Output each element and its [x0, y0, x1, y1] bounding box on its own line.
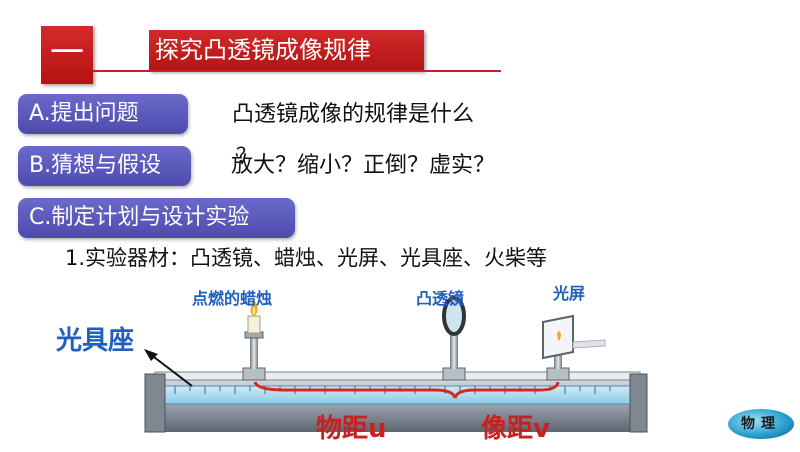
section-number: 一 [41, 26, 93, 84]
image-distance-label: 像距v [481, 414, 550, 444]
object-distance-bracket [253, 381, 457, 399]
step-c-pill: C.制定计划与设计实验 [18, 198, 295, 238]
screen-holder [542, 314, 606, 381]
title-underline [93, 70, 501, 72]
question-mark: ？ [236, 143, 256, 167]
lens-holder [442, 296, 466, 381]
section-title: 探究凸透镜成像规律 [149, 30, 424, 71]
convex-lens [442, 296, 466, 336]
bench-label: 光具座 [56, 326, 135, 356]
research-question: 凸透镜成像的规律是什么 [232, 102, 475, 127]
step-b-pill: B.猜想与假设 [18, 146, 191, 186]
hypothesis-text: 放大？缩小？正倒？虚实？ [231, 153, 496, 178]
step-a-pill: A.提出问题 [18, 94, 188, 134]
screen-label: 光屏 [553, 284, 586, 303]
candle-label: 点燃的蜡烛 [192, 289, 273, 308]
image-distance-bracket [453, 381, 560, 399]
physics-logo: 物理 [728, 409, 794, 439]
candle-holder [242, 300, 266, 381]
apparatus-diagram [135, 282, 653, 448]
optical-bench-illustration [144, 296, 648, 433]
materials-list: 1.实验器材：凸透镜、蜡烛、光屏、光具座、火柴等 [65, 246, 548, 270]
bench-pointer-arrow [144, 349, 193, 387]
object-distance-label: 物距u [316, 414, 387, 444]
lens-label: 凸透镜 [416, 289, 465, 308]
